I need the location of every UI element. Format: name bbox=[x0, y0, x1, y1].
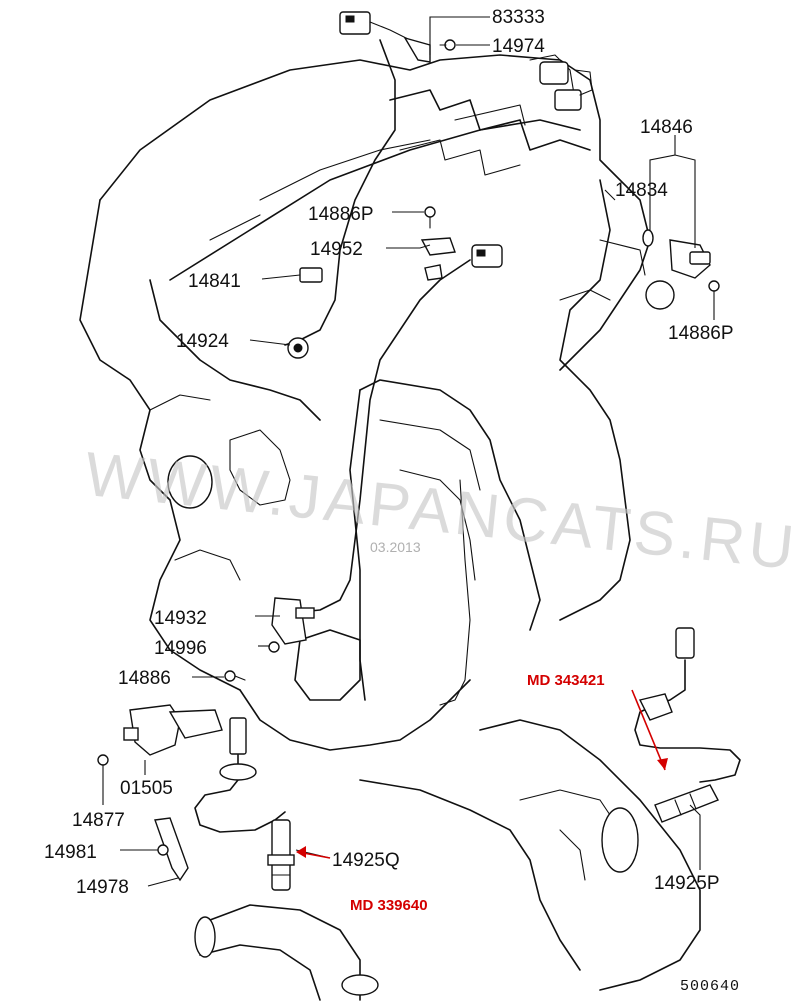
component-shapes bbox=[97, 11, 720, 891]
watermark-date: 03.2013 bbox=[370, 539, 421, 555]
engine-block-drawing bbox=[79, 39, 741, 1001]
label-83333[interactable]: 83333 bbox=[492, 7, 545, 28]
label-14841[interactable]: 14841 bbox=[188, 271, 241, 292]
part-number-md343421[interactable]: MD 343421 bbox=[527, 672, 605, 689]
label-14932[interactable]: 14932 bbox=[154, 608, 207, 629]
highlight-part-numbers: MD 343421 MD 339640 bbox=[350, 672, 605, 914]
figure-code: 500640 bbox=[680, 978, 740, 995]
label-14877[interactable]: 14877 bbox=[72, 810, 125, 831]
label-14886[interactable]: 14886 bbox=[118, 668, 171, 689]
highlight-leaders bbox=[296, 689, 668, 859]
label-01505[interactable]: 01505 bbox=[120, 778, 173, 799]
part-labels: 83333 14974 14846 14834 14886P 14952 148… bbox=[44, 7, 734, 898]
leader-lines bbox=[102, 16, 715, 887]
label-14981[interactable]: 14981 bbox=[44, 842, 97, 863]
label-14925Q[interactable]: 14925Q bbox=[332, 850, 400, 871]
label-14846[interactable]: 14846 bbox=[640, 117, 693, 138]
label-14886P-right[interactable]: 14886P bbox=[668, 323, 734, 344]
part-number-md339640[interactable]: MD 339640 bbox=[350, 897, 428, 914]
label-14834[interactable]: 14834 bbox=[615, 180, 668, 201]
label-14952[interactable]: 14952 bbox=[310, 239, 363, 260]
label-14974[interactable]: 14974 bbox=[492, 36, 545, 57]
watermark-text: WWW.JAPANCATS.RU bbox=[82, 440, 800, 583]
label-14996[interactable]: 14996 bbox=[154, 638, 207, 659]
label-14924[interactable]: 14924 bbox=[176, 331, 229, 352]
label-14978[interactable]: 14978 bbox=[76, 877, 129, 898]
label-14925P[interactable]: 14925P bbox=[654, 873, 720, 894]
label-14886P-top[interactable]: 14886P bbox=[308, 204, 374, 225]
